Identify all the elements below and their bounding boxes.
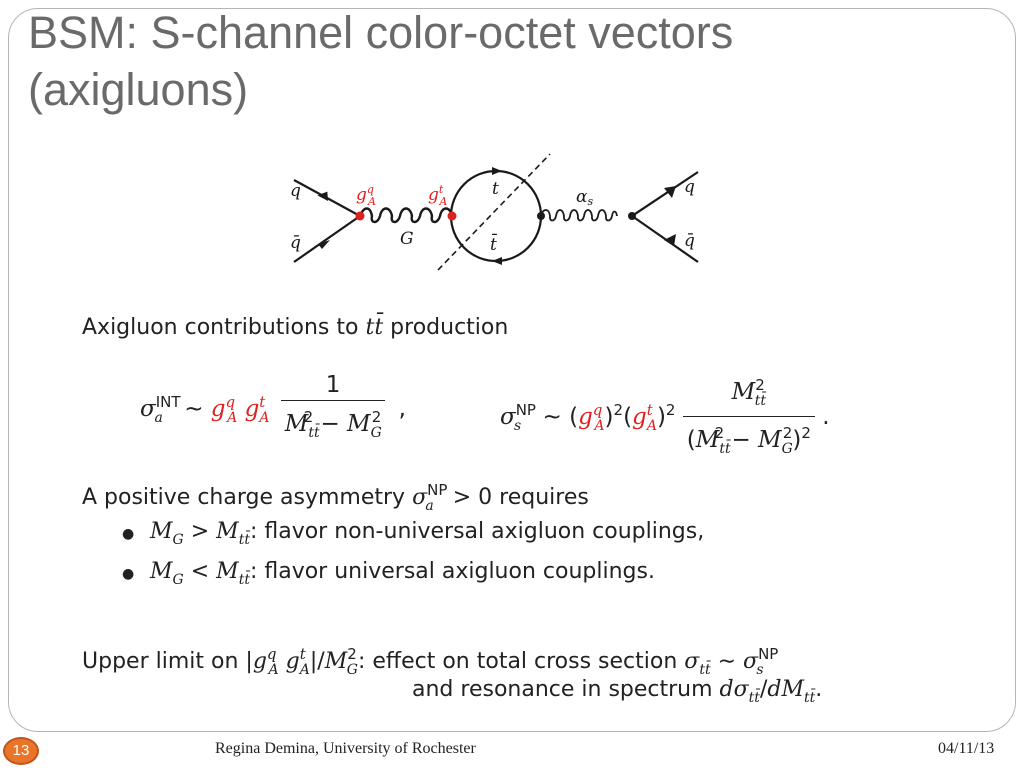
label-q-out: q bbox=[684, 177, 695, 197]
intro-text: Axigluon contributions to tt̄ production bbox=[82, 315, 509, 340]
arrow-icon bbox=[318, 240, 330, 249]
outgoing-quark-line bbox=[631, 171, 699, 217]
footer-date: 04/11/13 bbox=[938, 740, 995, 757]
footer-author: Regina Demina, University of Rochester bbox=[215, 740, 476, 757]
vertex-dot bbox=[355, 211, 365, 221]
upper-limit-text-line2: and resonance in spectrum dσtt̄/dMtt̄. bbox=[412, 677, 823, 706]
slide-frame bbox=[8, 8, 1016, 732]
incoming-antiquark-line bbox=[293, 215, 361, 263]
equation-sigma-np: σNPs ∼ (gqA)2(gtA)2 M2tt̄ (Mtt̄2 − MG2)2… bbox=[500, 370, 830, 465]
arrow-icon bbox=[664, 234, 676, 246]
slide-title: BSM: S-channel color-octet vectors(axigl… bbox=[28, 7, 734, 115]
vertex-dot bbox=[628, 212, 636, 220]
bullet-non-universal: MG > Mtt̄: flavor non-universal axigluon… bbox=[150, 519, 705, 548]
arrow-icon bbox=[492, 167, 502, 175]
label-alpha-s: αs bbox=[576, 187, 593, 208]
cut-line bbox=[437, 153, 551, 271]
asymmetry-text: A positive charge asymmetry σNPa > 0 req… bbox=[82, 481, 589, 514]
upper-limit-text: Upper limit on |gqA gtA|/M2G: effect on … bbox=[82, 645, 779, 678]
arrow-icon bbox=[317, 191, 329, 201]
label-G: G bbox=[400, 229, 414, 249]
label-q-in: q bbox=[290, 181, 301, 201]
arrow-icon bbox=[492, 257, 502, 265]
axigluon-propagator bbox=[358, 207, 454, 224]
equation-sigma-int: σINTa ∼ gqA gtA 1 Mtt̄2 − MG2 , bbox=[140, 372, 406, 441]
label-qbar-in: q̄ bbox=[290, 233, 301, 253]
outgoing-antiquark-line bbox=[631, 215, 699, 263]
bullet-universal: MG < Mtt̄: flavor universal axigluon cou… bbox=[150, 559, 655, 588]
arrow-icon bbox=[664, 186, 676, 198]
gluon-propagator bbox=[540, 209, 618, 222]
slide-number-badge: 13 bbox=[3, 737, 39, 765]
vertex-dot bbox=[447, 211, 457, 221]
label-antitop: t̄ bbox=[490, 232, 497, 255]
label-top: t bbox=[492, 179, 499, 199]
label-qbar-out: q̄ bbox=[684, 231, 695, 251]
bullet-icon: ● bbox=[122, 566, 135, 582]
bullet-icon: ● bbox=[122, 526, 135, 542]
vertex-dot bbox=[537, 212, 545, 220]
